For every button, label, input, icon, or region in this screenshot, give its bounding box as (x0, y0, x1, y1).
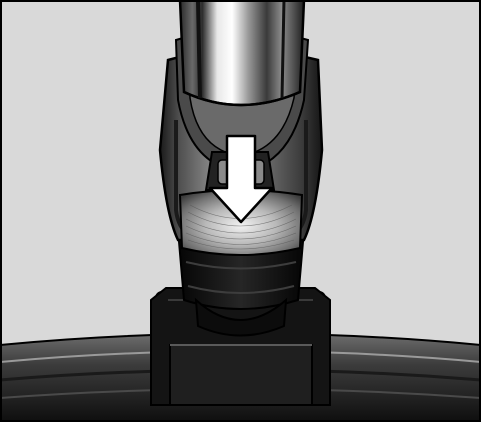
tube-shadow-line (196, 0, 202, 99)
tube-shadow-line (280, 0, 286, 99)
down-arrow-icon (208, 134, 274, 224)
grip-band-texture (185, 204, 297, 250)
